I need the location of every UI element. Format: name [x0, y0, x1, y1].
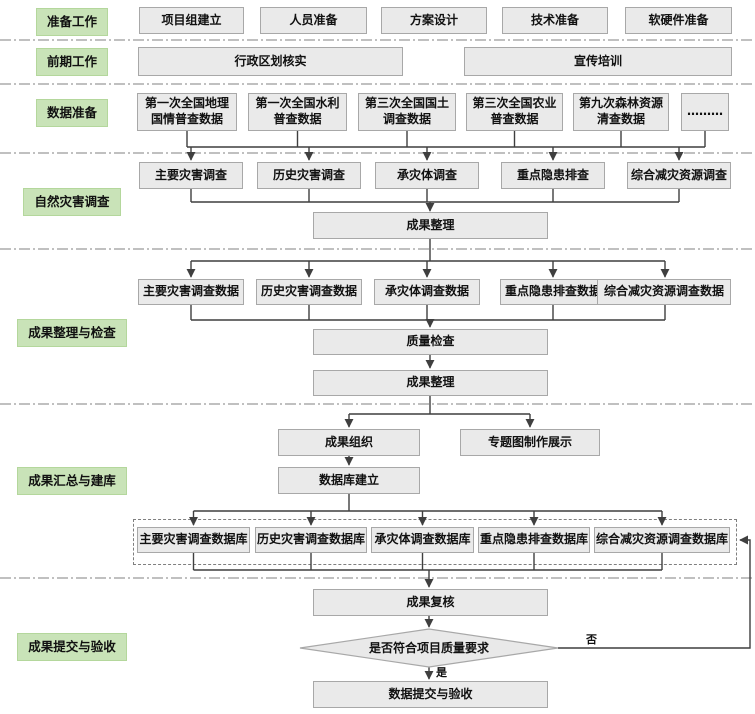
box-publicity-training: 宣传培训 — [464, 47, 732, 76]
box-scheme-design: 方案设计 — [381, 7, 487, 34]
box-admin-division-verify: 行政区划核实 — [138, 47, 403, 76]
box-mitigation-resource-data: 综合减灾资源调查数据 — [597, 279, 731, 305]
box-mitigation-resource-survey: 综合减灾资源调查 — [627, 162, 731, 189]
box-hidden-danger-db: 重点隐患排查数据库 — [478, 527, 590, 553]
box-hardware-software-prep: 软硬件准备 — [625, 7, 732, 34]
lane-label-data-preparation-wrap: 数据准备 — [7, 99, 137, 127]
box-project-team: 项目组建立 — [139, 7, 244, 34]
box-result-recheck: 成果复核 — [313, 589, 548, 616]
box-historical-disaster-db: 历史灾害调查数据库 — [255, 527, 367, 553]
box-water-census-data: 第一次全国水利 普查数据 — [248, 93, 347, 131]
box-agri-census-data: 第三次全国农业 普查数据 — [466, 93, 563, 131]
lane-label-submit-accept-wrap: 成果提交与验收 — [7, 633, 137, 661]
box-hidden-danger-data: 重点隐患排查数据 — [500, 279, 606, 305]
box-geo-census-data: 第一次全国地理 国情普查数据 — [137, 93, 237, 131]
box-data-submission-acceptance: 数据提交与验收 — [313, 681, 548, 708]
box-hazard-bearing-db: 承灾体调查数据库 — [371, 527, 474, 553]
database-group-frame — [133, 519, 737, 565]
box-historical-disaster-survey: 历史灾害调查 — [257, 162, 361, 189]
lane-label-summary-database-wrap: 成果汇总与建库 — [7, 467, 137, 495]
lane-label-disaster-survey: 自然灾害调查 — [23, 188, 121, 216]
box-quality-check: 质量检查 — [313, 329, 548, 355]
lane-label-data-preparation: 数据准备 — [35, 99, 108, 127]
box-result-organization: 成果组织 — [278, 429, 420, 456]
lane-label-sorting-check: 成果整理与检查 — [17, 319, 127, 347]
box-forest-inventory-data: 第九次森林资源 清查数据 — [573, 93, 669, 131]
box-hazard-bearing-data: 承灾体调查数据 — [374, 279, 480, 305]
branch-label-no: 否 — [586, 633, 597, 646]
lane-label-early-stage-wrap: 前期工作 — [7, 48, 137, 76]
decision-diamond — [299, 628, 559, 668]
lane-label-preparation: 准备工作 — [35, 8, 108, 36]
box-result-sorting-2: 成果整理 — [313, 370, 548, 396]
box-personnel-prep: 人员准备 — [260, 7, 367, 34]
lane-label-submit-accept: 成果提交与验收 — [17, 633, 127, 661]
lane-label-preparation-wrap: 准备工作 — [7, 8, 137, 36]
box-result-sorting-1: 成果整理 — [313, 212, 548, 239]
lane-label-summary-database: 成果汇总与建库 — [17, 467, 127, 495]
box-tech-prep: 技术准备 — [502, 7, 608, 34]
box-key-hidden-danger-survey: 重点隐患排查 — [501, 162, 605, 189]
box-thematic-map-display: 专题图制作展示 — [460, 429, 600, 456]
lane-label-sorting-check-wrap: 成果整理与检查 — [7, 319, 137, 347]
branch-label-yes: 是 — [436, 666, 447, 679]
lane-label-disaster-survey-wrap: 自然灾害调查 — [7, 188, 137, 216]
box-major-disaster-survey: 主要灾害调查 — [139, 162, 243, 189]
box-database-creation: 数据库建立 — [278, 467, 420, 494]
box-major-disaster-db: 主要灾害调查数据库 — [137, 527, 250, 553]
box-mitigation-resource-db: 综合减灾资源调查数据库 — [594, 527, 730, 553]
box-more-data-ellipsis: ……… — [681, 93, 729, 131]
box-major-disaster-data: 主要灾害调查数据 — [138, 279, 244, 305]
decision-quality-requirement-text: 是否符合项目质量要求 — [368, 641, 489, 655]
box-hazard-bearing-survey: 承灾体调查 — [375, 162, 479, 189]
lane-label-early-stage: 前期工作 — [35, 48, 108, 76]
box-historical-disaster-data: 历史灾害调查数据 — [256, 279, 362, 305]
box-land-survey-data: 第三次全国国土 调查数据 — [358, 93, 456, 131]
